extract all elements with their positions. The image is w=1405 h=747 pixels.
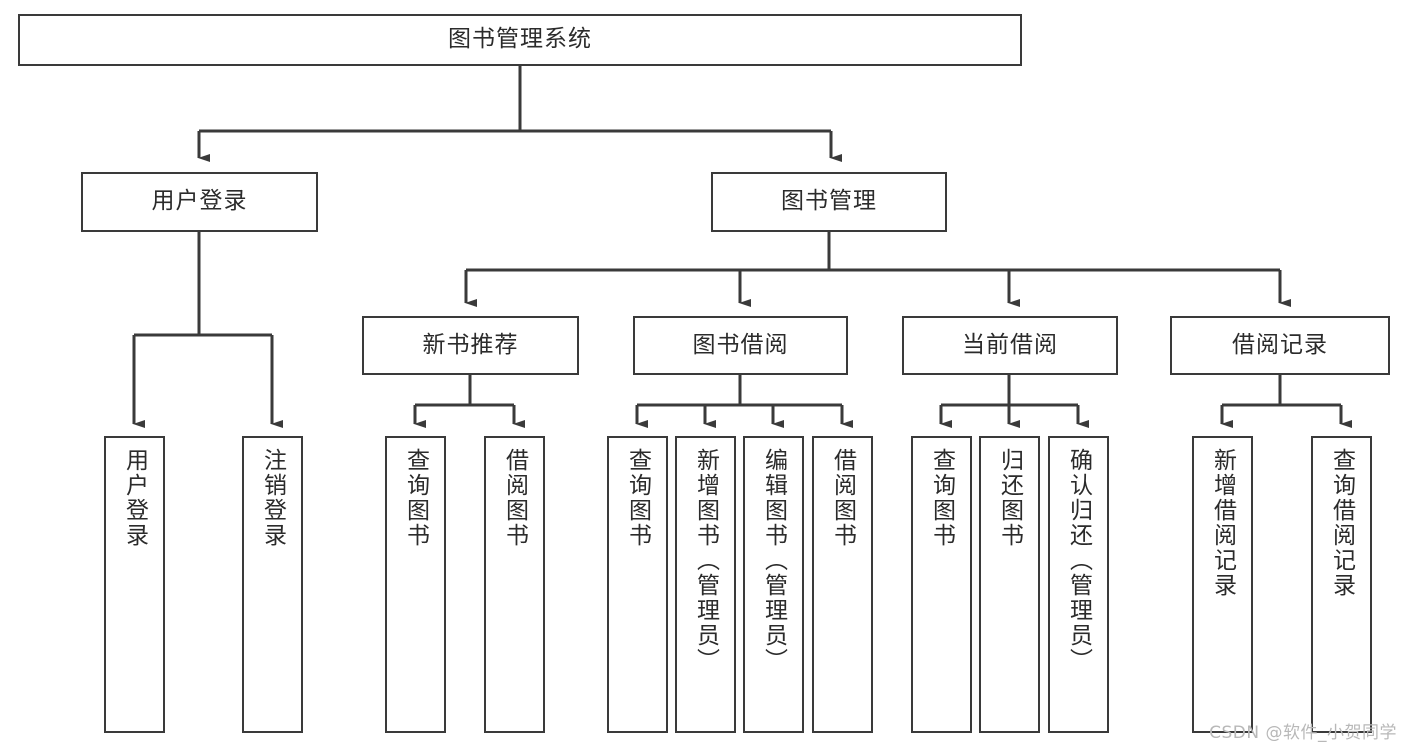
node-leaf-edit-book-label: 编辑图书（管理员） — [760, 448, 787, 673]
node-leaf-return-book-label: 归还图书 — [996, 448, 1023, 548]
node-leaf-user-logout[interactable]: 注销登录 — [242, 436, 303, 733]
node-root-label: 图书管理系统 — [448, 26, 592, 53]
node-leaf-borrow-book-2[interactable]: 借阅图书 — [812, 436, 873, 733]
node-leaf-edit-book[interactable]: 编辑图书（管理员） — [743, 436, 804, 733]
node-leaf-query-book-2[interactable]: 查询图书 — [607, 436, 668, 733]
node-leaf-return-book[interactable]: 归还图书 — [979, 436, 1040, 733]
node-book-manage[interactable]: 图书管理 — [711, 172, 947, 232]
node-borrow-record[interactable]: 借阅记录 — [1170, 316, 1390, 375]
node-leaf-query-record[interactable]: 查询借阅记录 — [1311, 436, 1372, 733]
node-leaf-user-login-label: 用户登录 — [121, 448, 148, 548]
node-root[interactable]: 图书管理系统 — [18, 14, 1022, 66]
node-leaf-query-book-3-label: 查询图书 — [928, 448, 955, 548]
node-leaf-borrow-book-2-label: 借阅图书 — [829, 448, 856, 548]
node-leaf-query-book-2-label: 查询图书 — [624, 448, 651, 548]
node-current-borrow[interactable]: 当前借阅 — [902, 316, 1118, 375]
node-leaf-confirm-return-label: 确认归还（管理员） — [1065, 448, 1092, 673]
node-leaf-confirm-return[interactable]: 确认归还（管理员） — [1048, 436, 1109, 733]
node-book-borrow-label: 图书借阅 — [692, 331, 789, 358]
node-book-manage-label: 图书管理 — [781, 188, 877, 215]
node-leaf-query-book-1-label: 查询图书 — [402, 448, 429, 548]
node-leaf-add-record[interactable]: 新增借阅记录 — [1192, 436, 1253, 733]
node-leaf-add-book[interactable]: 新增图书（管理员） — [675, 436, 736, 733]
node-leaf-query-record-label: 查询借阅记录 — [1328, 448, 1355, 598]
node-leaf-add-book-label: 新增图书（管理员） — [692, 448, 719, 673]
node-user-login[interactable]: 用户登录 — [81, 172, 318, 232]
node-new-book-rec-label: 新书推荐 — [422, 331, 519, 358]
node-user-login-label: 用户登录 — [151, 188, 248, 215]
node-current-borrow-label: 当前借阅 — [962, 331, 1058, 358]
node-leaf-add-record-label: 新增借阅记录 — [1209, 448, 1236, 598]
node-leaf-borrow-book-1[interactable]: 借阅图书 — [484, 436, 545, 733]
node-leaf-query-book-1[interactable]: 查询图书 — [385, 436, 446, 733]
node-leaf-user-login[interactable]: 用户登录 — [104, 436, 165, 733]
node-leaf-user-logout-label: 注销登录 — [259, 448, 286, 548]
csdn-watermark: CSDN @软件_小贺同学 — [1209, 723, 1397, 743]
node-book-borrow[interactable]: 图书借阅 — [633, 316, 848, 375]
node-borrow-record-label: 借阅记录 — [1232, 331, 1328, 358]
node-new-book-rec[interactable]: 新书推荐 — [362, 316, 579, 375]
node-leaf-borrow-book-1-label: 借阅图书 — [501, 448, 528, 548]
node-leaf-query-book-3[interactable]: 查询图书 — [911, 436, 972, 733]
